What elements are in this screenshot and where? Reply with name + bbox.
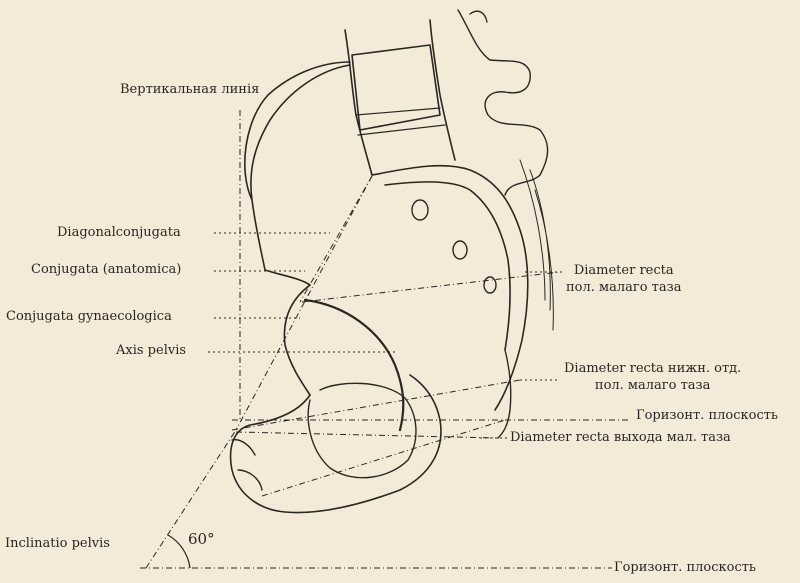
axis-curve: [305, 300, 403, 430]
label-horizontal-plane-lower: Горизонт. плоскость: [614, 560, 756, 575]
spinous-processes: [458, 10, 548, 195]
label-vertical-line: Вертикальная линія: [120, 82, 259, 97]
label-diameter-recta-line1: Diameter recta: [566, 262, 681, 279]
label-conjugata-anatomica: Conjugata (anatomica): [31, 262, 181, 277]
diameter-recta-line: [302, 272, 560, 302]
label-diameter-recta-lower: Diameter recta нижн. отд. пол. малаго та…: [564, 360, 741, 394]
label-inclinatio-pelvis: Inclinatio pelvis: [5, 536, 110, 551]
label-diameter-recta-lower-line2: пол. малаго таза: [564, 377, 741, 394]
label-diagonal-conjugate: Diagonalconjugata: [57, 225, 181, 240]
label-angle: 60°: [188, 530, 215, 548]
conjugata-diagonalis-line: [236, 176, 372, 430]
label-diameter-recta-lower-line1: Diameter recta нижн. отд.: [564, 360, 741, 377]
label-diameter-recta: Diameter recta пол. малаго таза: [566, 262, 681, 296]
spine-outline: [345, 20, 455, 175]
label-horizontal-plane-upper: Горизонт. плоскость: [636, 408, 778, 423]
diameter-recta-outlet-line: [236, 432, 498, 438]
sacrum: [372, 166, 528, 410]
vertebra-disc: [356, 108, 445, 135]
label-axis-pelvis: Axis pelvis: [116, 343, 186, 358]
label-diameter-recta-line2: пол. малаго таза: [566, 279, 681, 296]
ilium-outline: [245, 62, 350, 395]
sacral-foramina: [412, 200, 496, 293]
conjugata-anatomica-line: [300, 176, 372, 302]
ischium-outline: [231, 375, 441, 513]
label-conjugata-gynaecologica: Conjugata gynaecologica: [6, 309, 172, 324]
diameter-recta-lower-line: [232, 380, 520, 430]
sacral-ridges: [520, 160, 553, 330]
lumbar-vertebra: [352, 45, 440, 130]
label-diameter-recta-outlet: Diameter recta выхода мал. таза: [510, 430, 731, 445]
inclination-angle-arc: [168, 535, 190, 568]
outlet-inner-line: [262, 420, 505, 496]
